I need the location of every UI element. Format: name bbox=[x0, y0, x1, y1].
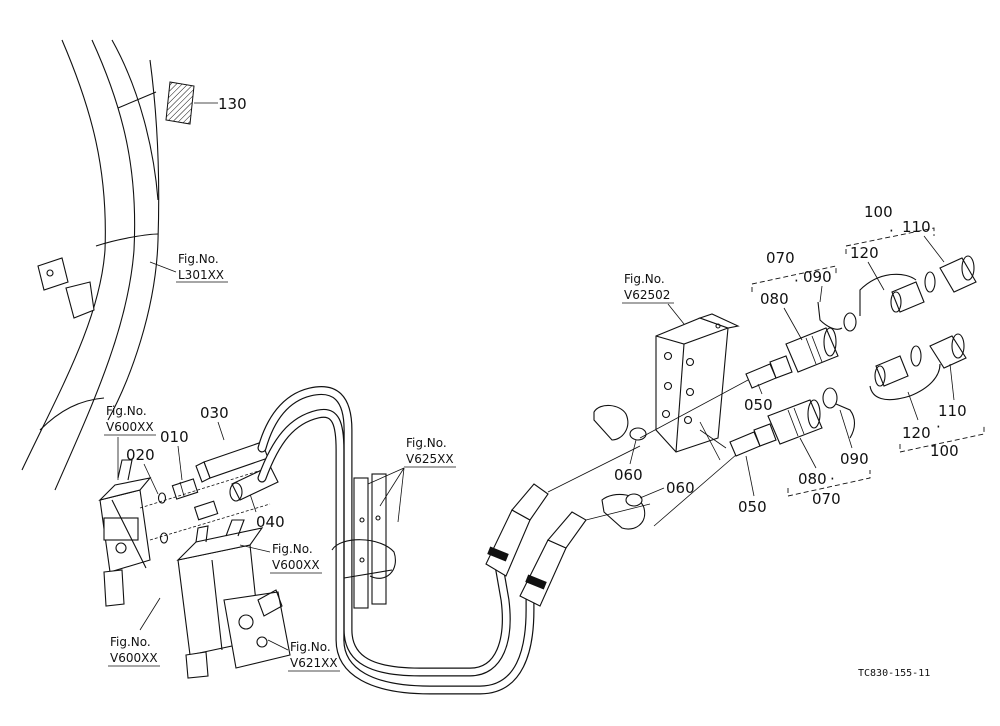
fig-l301-line1: Fig.No. bbox=[178, 252, 219, 266]
group-100-upper-bracket bbox=[845, 227, 935, 254]
fig-v600-bot-line2: V600XX bbox=[110, 651, 158, 665]
label-110-lower[interactable]: 110 bbox=[938, 402, 967, 420]
label-010[interactable]: 010 bbox=[160, 428, 189, 446]
fig-ref-v600xx-mid[interactable]: Fig.No. V600XX bbox=[239, 542, 322, 574]
dot-lower-070: · bbox=[830, 470, 835, 488]
decal-part-130[interactable]: 130 bbox=[165, 81, 247, 125]
group-070-upper-bracket bbox=[751, 265, 837, 292]
adapter-050-upper[interactable] bbox=[745, 355, 793, 389]
fig-v621-line1: Fig.No. bbox=[290, 640, 331, 654]
label-070-lower[interactable]: 070 bbox=[812, 490, 841, 508]
retaining-clip-upper bbox=[593, 404, 647, 441]
control-valve-lower bbox=[176, 519, 291, 679]
fig-ref-v62502[interactable]: Fig.No. V62502 bbox=[622, 272, 685, 325]
fig-v600-top-line2: V600XX bbox=[106, 420, 154, 434]
explode-lines-right bbox=[547, 379, 749, 527]
fitting-010-lower[interactable] bbox=[193, 500, 219, 521]
label-050-upper[interactable]: 050 bbox=[744, 396, 773, 414]
coupler-080-upper[interactable] bbox=[785, 327, 839, 373]
dot-upper-070: · bbox=[794, 272, 799, 290]
dust-cap-090-lower[interactable] bbox=[822, 387, 856, 439]
label-130: 130 bbox=[218, 95, 247, 113]
label-030[interactable]: 030 bbox=[200, 404, 229, 422]
fig-ref-l301xx[interactable]: Fig.No. L301XX bbox=[149, 252, 228, 283]
label-080-upper[interactable]: 080 bbox=[760, 290, 789, 308]
coupler-110-lower[interactable] bbox=[910, 333, 967, 369]
fig-ref-v600xx-top[interactable]: Fig.No. V600XX bbox=[104, 404, 156, 480]
label-110-upper[interactable]: 110 bbox=[902, 218, 931, 236]
fitting-010-upper[interactable] bbox=[171, 478, 199, 500]
dot-lower-100: · bbox=[936, 418, 941, 436]
hose-end-upper[interactable] bbox=[485, 483, 549, 577]
fig-v625-line1: Fig.No. bbox=[406, 436, 447, 450]
label-040[interactable]: 040 bbox=[256, 513, 285, 531]
fig-v625-line2: V625XX bbox=[406, 452, 454, 466]
hydraulic-hose-second[interactable] bbox=[257, 408, 535, 695]
control-valve-upper bbox=[98, 459, 152, 607]
fig-v600-bot-line1: Fig.No. bbox=[110, 635, 151, 649]
drawing-code: TC830-155-11 bbox=[858, 668, 930, 679]
fig-ref-v625xx[interactable]: Fig.No. V625XX bbox=[367, 436, 456, 523]
dust-plug-120-lower[interactable] bbox=[869, 355, 941, 401]
label-060-upper[interactable]: 060 bbox=[614, 466, 643, 484]
fig-v600-mid-line1: Fig.No. bbox=[272, 542, 313, 556]
fig-v621-line2: V621XX bbox=[290, 656, 338, 670]
dust-cap-090-upper[interactable] bbox=[817, 301, 857, 332]
cabin-frame bbox=[21, 39, 160, 491]
elbow-040[interactable] bbox=[229, 465, 279, 502]
group-100-lower-bracket bbox=[899, 426, 985, 453]
group-070-lower-bracket bbox=[787, 470, 871, 497]
label-060-lower[interactable]: 060 bbox=[666, 479, 695, 497]
fig-ref-v621xx[interactable]: Fig.No. V621XX bbox=[267, 639, 340, 672]
label-090-upper[interactable]: 090 bbox=[803, 268, 832, 286]
label-120-lower[interactable]: 120 bbox=[902, 424, 931, 442]
frame-bracket bbox=[37, 257, 95, 319]
hydraulic-hose-main[interactable] bbox=[257, 386, 511, 677]
hose-clamp-bracket bbox=[331, 473, 396, 609]
coupler-110-upper[interactable] bbox=[924, 255, 977, 293]
fig-l301-line2: L301XX bbox=[178, 268, 224, 282]
coupler-bracket bbox=[655, 313, 740, 453]
fig-ref-v600xx-bottom[interactable]: Fig.No. V600XX bbox=[108, 597, 161, 667]
fig-v62502-line2: V62502 bbox=[624, 288, 670, 302]
label-120-upper[interactable]: 120 bbox=[850, 244, 879, 262]
label-080-lower[interactable]: 080 bbox=[798, 470, 827, 488]
label-100-lower[interactable]: 100 bbox=[930, 442, 959, 460]
label-070-upper[interactable]: 070 bbox=[766, 249, 795, 267]
explode-lines-left bbox=[139, 469, 271, 541]
label-090-lower[interactable]: 090 bbox=[840, 450, 869, 468]
hose-end-lower[interactable] bbox=[519, 511, 587, 607]
coupler-080-lower[interactable] bbox=[767, 399, 823, 445]
label-020[interactable]: 020 bbox=[126, 446, 155, 464]
fig-v62502-line1: Fig.No. bbox=[624, 272, 665, 286]
adapter-050-lower[interactable] bbox=[729, 423, 777, 457]
label-100-upper[interactable]: 100 bbox=[864, 203, 893, 221]
dot-upper-100: · bbox=[889, 222, 894, 240]
fig-v600-top-line1: Fig.No. bbox=[106, 404, 147, 418]
dust-plug-120-upper[interactable] bbox=[859, 273, 925, 316]
o-ring-020[interactable] bbox=[157, 492, 169, 544]
label-050-lower[interactable]: 050 bbox=[738, 498, 767, 516]
retaining-clip-lower bbox=[601, 493, 646, 530]
fig-v600-mid-line2: V600XX bbox=[272, 558, 320, 572]
